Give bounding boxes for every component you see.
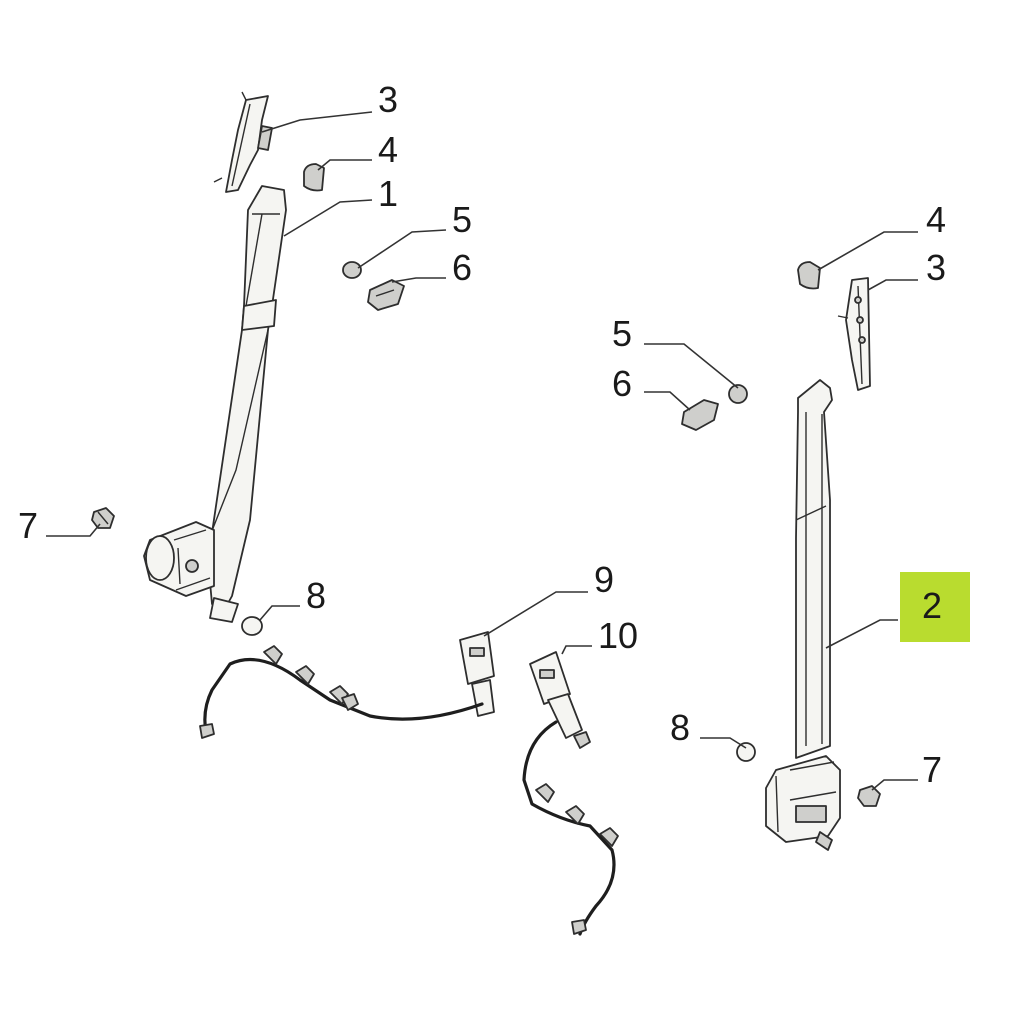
- right-retractor: [765, 755, 841, 851]
- right-cover: [681, 399, 719, 431]
- callout-left-guide: 3: [378, 79, 398, 120]
- buckle-9-harness: [199, 631, 495, 739]
- callout-buckle-b: 10: [598, 615, 638, 656]
- right-upper-guide-rail: [837, 277, 871, 391]
- highlight-box: [900, 572, 970, 642]
- callout-left-cap: 4: [378, 129, 398, 170]
- left-grommet: [342, 261, 362, 279]
- callout-right-plug: 8: [670, 707, 690, 748]
- left-cap: [303, 163, 325, 192]
- right-belt-webbing: [795, 379, 833, 759]
- callout-left-grommet: 5: [452, 199, 472, 240]
- callout-right-belt: 2: [922, 585, 942, 626]
- callout-right-cover: 6: [612, 363, 632, 404]
- right-cap: [797, 261, 821, 290]
- callout-left-bolt: 7: [18, 505, 38, 546]
- callout-left-belt: 1: [378, 173, 398, 214]
- callout-right-guide: 3: [926, 247, 946, 288]
- callout-left-cover: 6: [452, 247, 472, 288]
- right-bolt: [857, 785, 881, 807]
- left-upper-guide-rail: [213, 91, 273, 193]
- right-grommet: [728, 384, 748, 404]
- callout-buckle-a: 9: [594, 559, 614, 600]
- callout-right-bolt: 7: [922, 749, 942, 790]
- left-retractor: [143, 521, 215, 597]
- left-plug: [241, 616, 263, 636]
- left-cover: [367, 279, 405, 311]
- callout-right-cap: 4: [926, 199, 946, 240]
- left-bolt: [91, 507, 115, 529]
- leader-lines: [46, 111, 918, 791]
- left-belt-webbing: [201, 185, 287, 623]
- callout-numbers: 3 4 1 5 6 7 8 9 10 4 3 5 6 2 8 7: [18, 79, 946, 790]
- callout-right-grommet: 5: [612, 313, 632, 354]
- right-plug: [736, 742, 756, 762]
- buckle-10-harness: [522, 651, 619, 936]
- callout-left-plug: 8: [306, 575, 326, 616]
